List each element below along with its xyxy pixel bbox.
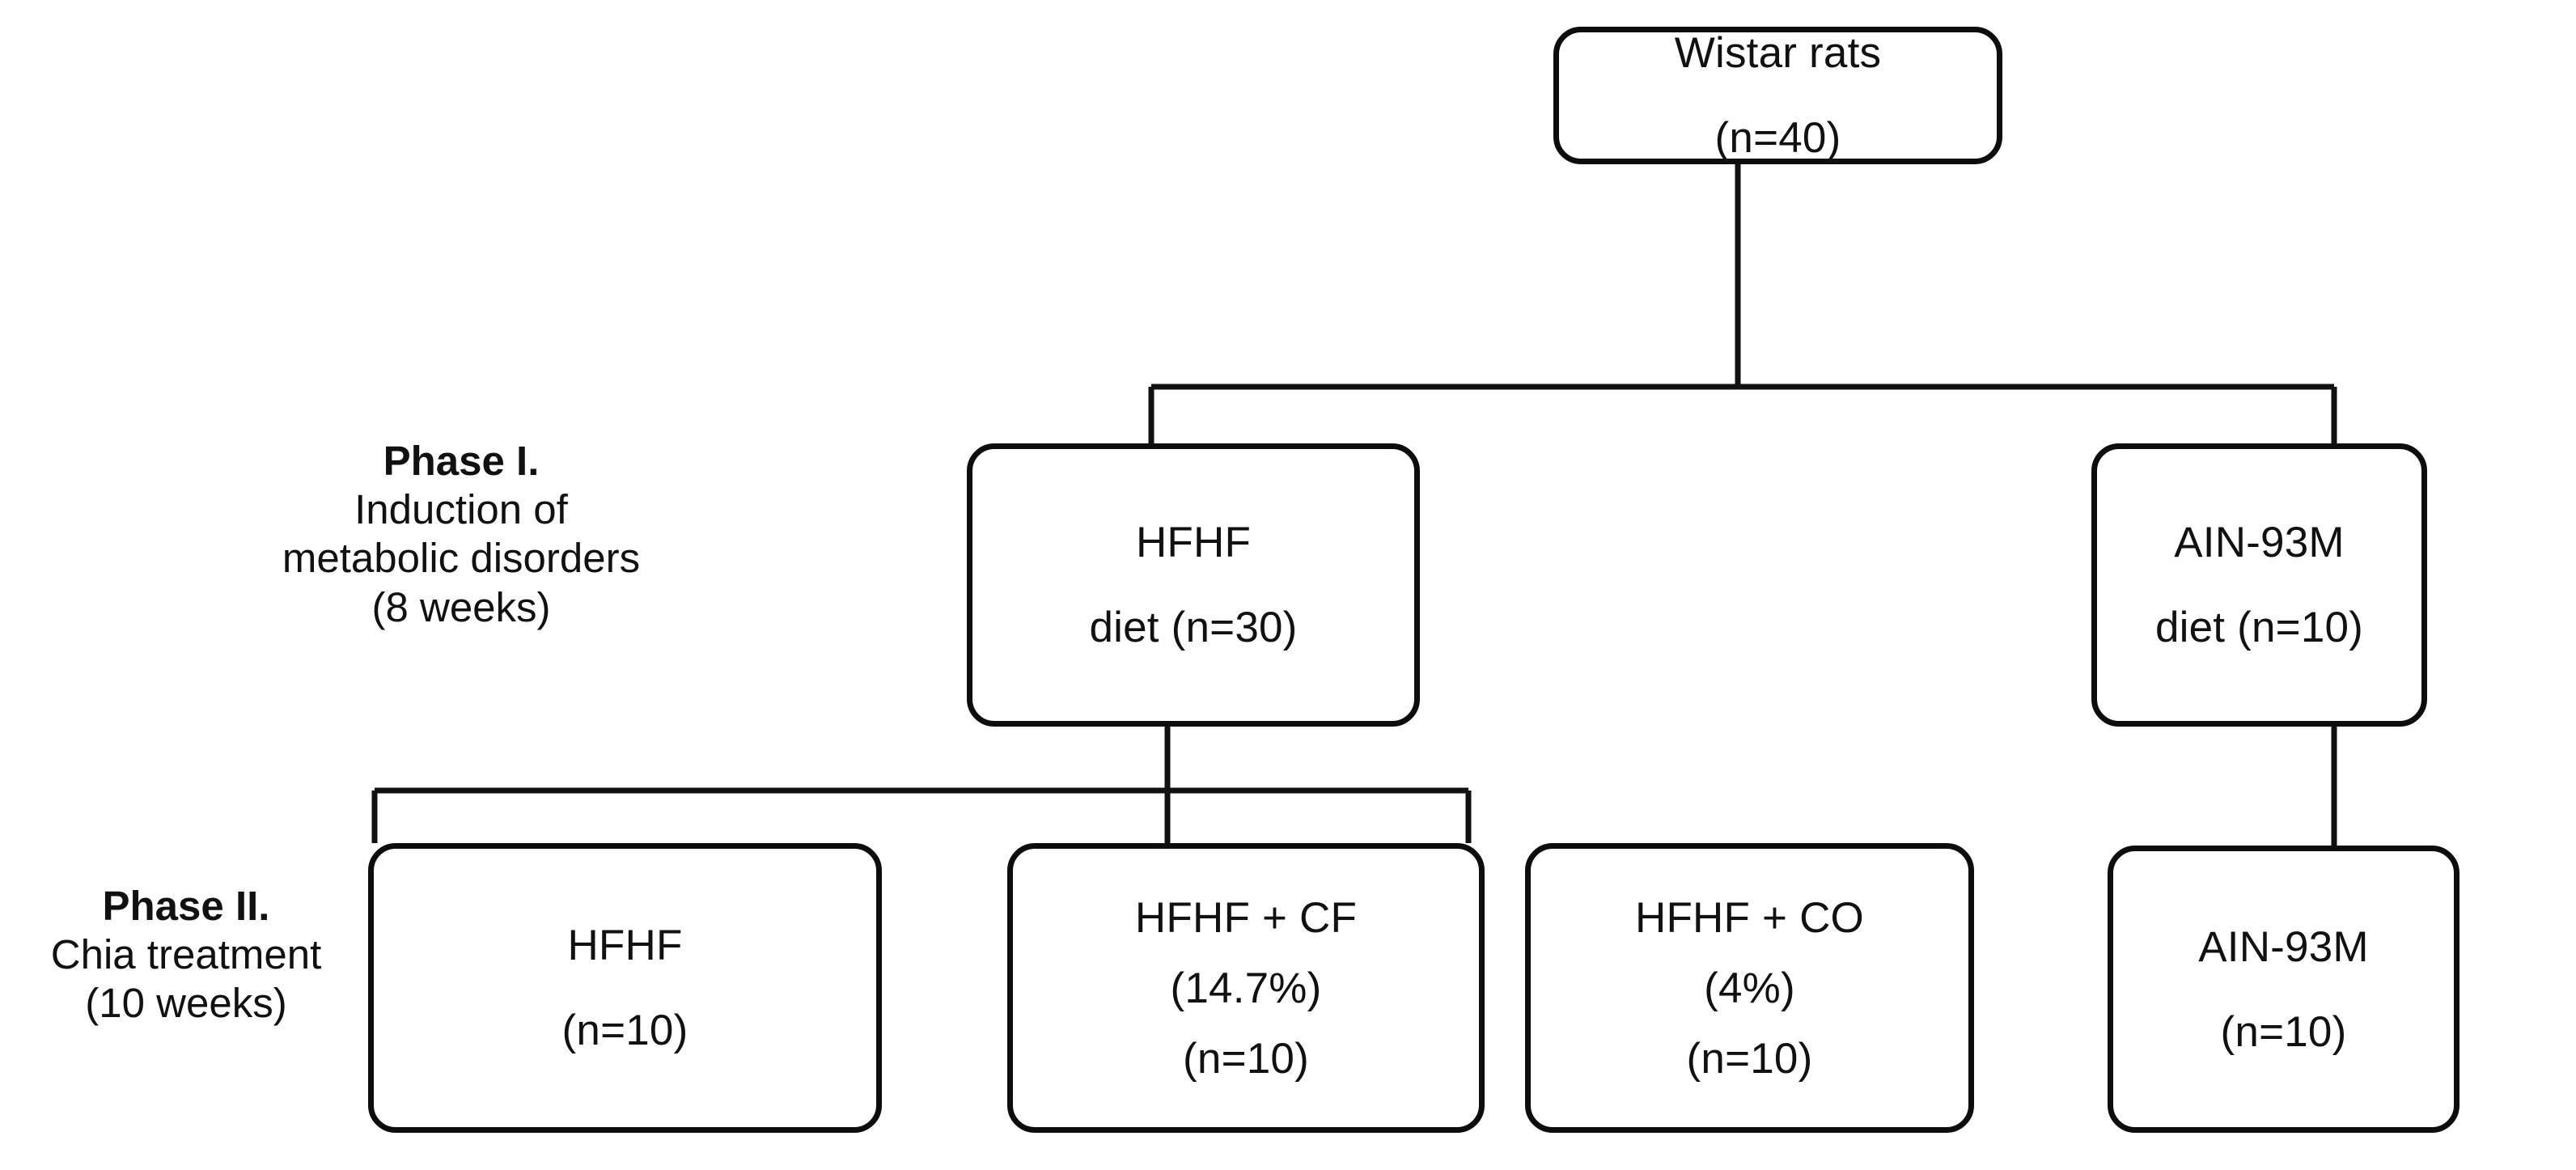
phase-1-label: Phase I. Induction of metabolic disorder… (138, 437, 785, 632)
node-hfhf-diet[interactable]: HFHF diet (n=30) (967, 443, 1420, 727)
node-hfhf-cf-group-line2: (14.7%) (1170, 964, 1322, 1012)
node-hfhf-diet-line1: HFHF (1135, 519, 1252, 566)
node-ain93m-group-line1: AIN-93M (2198, 922, 2369, 971)
node-ain93m-diet[interactable]: AIN-93M diet (n=10) (2091, 443, 2427, 727)
node-ain93m-diet-line1: AIN-93M (2174, 519, 2345, 566)
node-ain93m-group-line2: (n=10) (2220, 1007, 2347, 1056)
node-hfhf-diet-line2: diet (n=30) (1089, 604, 1298, 651)
phase-1-heading: Phase I. (383, 438, 540, 484)
node-hfhf-co-group-line2: (4%) (1704, 964, 1795, 1012)
phase-1-line2: metabolic disorders (282, 535, 641, 582)
node-hfhf-group-line2: (n=10) (561, 1007, 688, 1054)
phase-2-heading: Phase II. (102, 883, 270, 929)
node-hfhf-group[interactable]: HFHF (n=10) (368, 843, 882, 1133)
node-ain93m-group[interactable]: AIN-93M (n=10) (2108, 846, 2459, 1133)
phase-2-line2: (10 weeks) (85, 980, 287, 1027)
node-wistar-rats-line1: Wistar rats (1674, 29, 1882, 77)
node-hfhf-cf-group-line3: (n=10) (1183, 1034, 1309, 1083)
node-hfhf-group-line1: HFHF (567, 922, 683, 969)
node-wistar-rats-line2: (n=40) (1714, 114, 1841, 162)
phase-2-line1: Chia treatment (50, 931, 322, 978)
node-hfhf-cf-group[interactable]: HFHF + CF (14.7%) (n=10) (1007, 843, 1485, 1133)
node-hfhf-co-group-line3: (n=10) (1686, 1034, 1813, 1083)
phase-1-line3: (8 weeks) (371, 583, 551, 630)
node-hfhf-co-group[interactable]: HFHF + CO (4%) (n=10) (1525, 843, 1974, 1133)
node-ain93m-diet-line2: diet (n=10) (2154, 604, 2364, 651)
node-hfhf-cf-group-line1: HFHF + CF (1134, 893, 1358, 942)
node-wistar-rats[interactable]: Wistar rats (n=40) (1553, 27, 2002, 164)
phase-2-label: Phase II. Chia treatment (10 weeks) (8, 882, 364, 1028)
phase-1-line1: Induction of (354, 486, 568, 533)
node-hfhf-co-group-line1: HFHF + CO (1634, 893, 1864, 942)
